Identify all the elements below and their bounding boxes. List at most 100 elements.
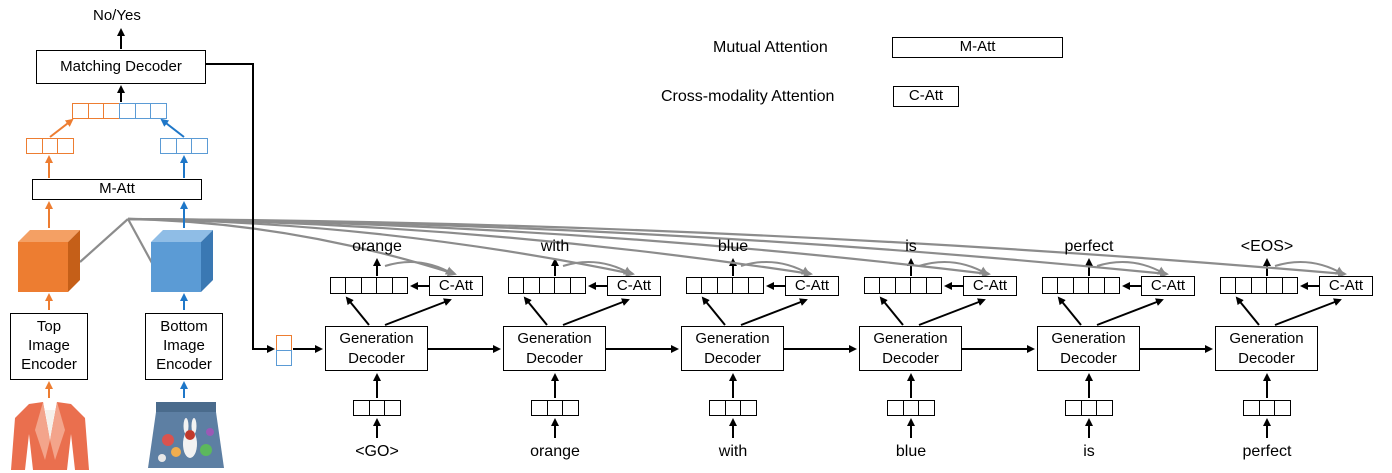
attention-input-curve [384,261,455,275]
generation-decoder-line-1: Generation [873,330,948,347]
input-word: with [718,443,748,460]
hidden-state-vector [864,277,943,294]
catt-box-label: C-Att [972,276,1008,294]
bottom-garment-image [148,402,224,468]
top-encoder-line-1: Top [36,318,62,336]
input-embedding-vector [353,400,402,416]
decoder-to-vector-arrow [1057,296,1082,326]
output-label: No/Yes [93,7,141,24]
generation-decoder-line-1: Generation [517,330,592,347]
matt-box-label: M-Att [99,180,135,198]
input-embedding-vector [709,400,758,416]
matching-decoder-label: Matching Decoder [60,57,182,75]
decoder-to-catt-arrow [1096,298,1164,326]
bottom-encoder-line-3: Encoder [156,355,212,373]
attention-input-curve [562,261,633,275]
attention-input-curve [1274,261,1345,275]
top-garment-image [11,402,89,470]
decoder-to-vector-arrow [523,296,548,326]
hidden-state-vector [330,277,409,294]
attention-curve [127,217,1169,278]
output-word: is [905,238,917,255]
initial-state-vector-bottom [276,350,292,366]
input-embedding-vector [1065,400,1114,416]
input-embedding-vector [1243,400,1292,416]
concat-vector-bottom [119,103,168,119]
legend-matt-box-label: M-Att [959,38,996,56]
bottom-encoder-line-2: Image [163,337,205,355]
bottom-image-encoder: Bottom Image Encoder [145,313,223,380]
legend-catt-box-label: C-Att [908,87,944,105]
hidden-state-vector [1220,277,1299,294]
bottom-feature-cube [151,230,213,292]
generation-decoder-line-2: Decoder [1060,349,1117,367]
top-to-concat-arrow [49,118,74,138]
input-word: is [1083,443,1095,460]
catt-box-label: C-Att [1328,276,1364,294]
input-word: orange [530,443,580,460]
bottom-encoder-line-1: Bottom [160,318,208,336]
catt-box: C-Att [607,276,661,296]
catt-box: C-Att [963,276,1017,296]
generation-decoder-line-1: Generation [1051,330,1126,347]
decoder-to-vector-arrow [345,296,370,326]
catt-box: C-Att [429,276,483,296]
bottom-to-concat-arrow [160,118,185,138]
attention-input-curve [740,261,811,275]
output-word: orange [352,238,402,255]
output-word: with [540,238,570,255]
catt-box-label: C-Att [438,276,474,294]
catt-box-label: C-Att [616,276,652,294]
catt-box: C-Att [1141,276,1195,296]
legend-cross-attention-label: Cross-modality Attention [661,88,835,105]
catt-box: C-Att [785,276,839,296]
top-feature-cube [18,230,80,292]
decoder-to-vector-arrow [701,296,726,326]
decoder-to-catt-arrow [740,298,808,326]
attention-input-curve [918,261,989,275]
top-cube-attention-link [79,218,129,263]
output-word: <EOS> [1240,238,1294,255]
bottom-feature-vector [160,138,209,154]
matt-box: M-Att [32,179,202,200]
generation-decoder-line-2: Decoder [526,349,583,367]
legend-matt-box: M-Att [892,37,1063,58]
attention-curve [127,217,1347,278]
generation-decoder-line-1: Generation [695,330,770,347]
catt-box-label: C-Att [794,276,830,294]
generation-decoder-line-2: Decoder [348,349,405,367]
generation-decoder-line-2: Decoder [1238,349,1295,367]
matching-to-generation-connector [206,63,275,353]
input-word: <GO> [355,443,399,460]
input-embedding-vector [531,400,580,416]
decoder-to-vector-arrow [879,296,904,326]
generation-decoder-line-1: Generation [1229,330,1304,347]
legend-catt-box: C-Att [893,86,959,107]
attention-input-curve [1096,261,1167,275]
decoder-to-catt-arrow [918,298,986,326]
output-word: perfect [1064,238,1114,255]
input-embedding-vector [887,400,936,416]
generation-decoder-line-2: Decoder [882,349,939,367]
initial-state-vector-top [276,335,292,351]
generation-decoder-line-2: Decoder [704,349,761,367]
matching-decoder: Matching Decoder [36,50,206,84]
hidden-state-vector [508,277,587,294]
catt-box-label: C-Att [1150,276,1186,294]
input-word: blue [895,443,927,460]
generation-decoder-line-1: Generation [339,330,414,347]
hidden-state-vector [1042,277,1121,294]
top-feature-vector [26,138,75,154]
decoder-to-catt-arrow [1274,298,1342,326]
top-image-encoder: Top Image Encoder [10,313,88,380]
top-encoder-line-3: Encoder [21,355,77,373]
catt-box: C-Att [1319,276,1373,296]
